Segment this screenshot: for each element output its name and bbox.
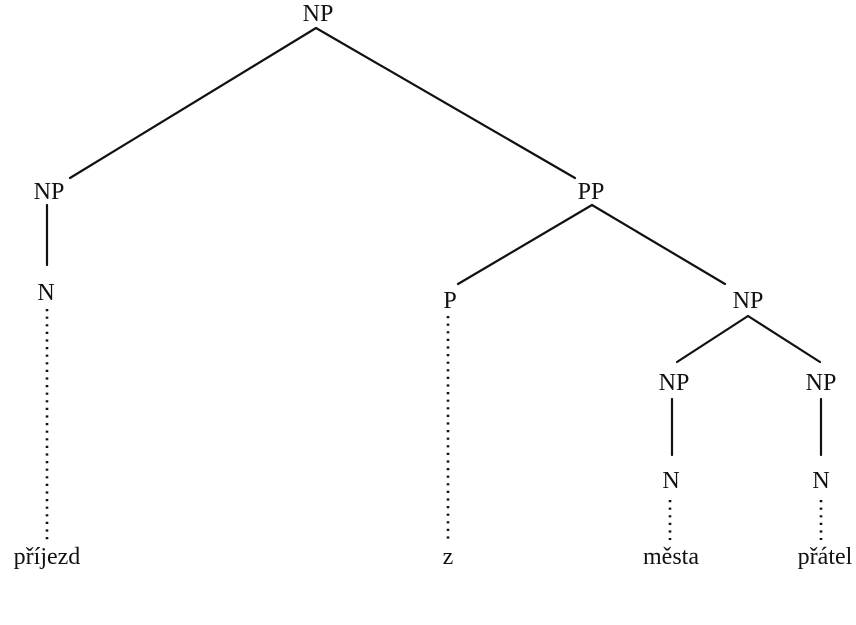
edge-root-to-left-np [68, 26, 318, 180]
node-left-np: NP [34, 179, 65, 205]
word-pratel: přátel [798, 544, 853, 570]
word-z: z [443, 544, 454, 570]
word-prijezd: příjezd [14, 544, 81, 570]
tree-node-labels: NP NP N PP P NP NP NP N N [34, 1, 837, 494]
edge-pp-to-right-np [590, 203, 727, 286]
node-np-pratel: NP [806, 370, 837, 396]
tree-edges [45, 26, 823, 457]
edge-pp-to-p [456, 203, 594, 286]
node-root-np: NP [303, 1, 334, 27]
edge-right-np-to-np-mesta [675, 314, 750, 364]
node-n-pratel: N [812, 468, 829, 494]
word-mesta: města [643, 544, 699, 570]
node-p: P [443, 288, 456, 314]
node-right-np: NP [733, 288, 764, 314]
node-pp: PP [578, 179, 605, 205]
node-left-n: N [37, 280, 54, 306]
node-np-mesta: NP [659, 370, 690, 396]
edge-root-to-pp [314, 26, 577, 180]
edge-right-np-to-np-pratel [746, 314, 822, 364]
node-n-mesta: N [662, 468, 679, 494]
tree-leaf-words: příjezd z města přátel [14, 544, 853, 570]
lexical-edges [45, 309, 823, 540]
